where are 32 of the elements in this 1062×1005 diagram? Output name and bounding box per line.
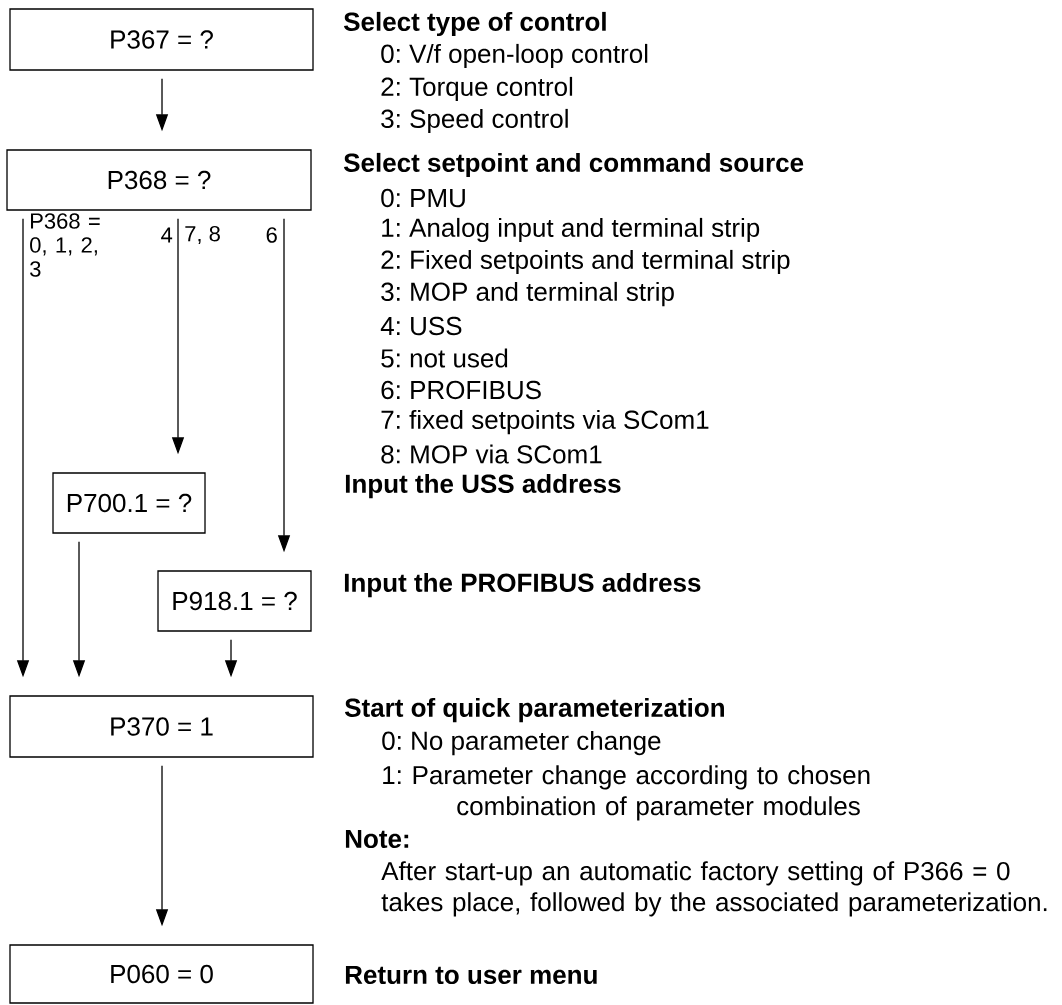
parameter-box: P060 = 0 [9, 944, 314, 1004]
heading: Start of quick parameterization [344, 697, 724, 723]
option-text: 2: Torque control [381, 76, 573, 102]
option-text: 4: USS [380, 316, 462, 336]
edge-label: P368 = 0, 1, 2, 3 [28, 212, 113, 278]
option-text: 7: fixed setpoints via SCom1 [381, 409, 709, 435]
edge-label: 6 [264, 226, 279, 244]
option-text: 1: Parameter change according to chosen combination of parameter modules [383, 765, 870, 821]
parameter-box: P918.1 = ? [157, 570, 312, 632]
note-text: After start-up an automatic factory setting of P366 = 0 takes place, followed by the associated parameterization. [381, 861, 1047, 917]
option-text: 8: MOP via SCom1 [381, 444, 602, 464]
heading: Note: [345, 829, 409, 849]
option-text: 5: not used [381, 348, 508, 368]
parameter-box: P700.1 = ? [52, 472, 206, 534]
edge-label: 4 [159, 226, 174, 244]
option-text: 1: Analog input and terminal strip [382, 217, 760, 243]
parameter-box: P368 = ? [6, 149, 312, 211]
parameter-box: P370 = 1 [9, 695, 314, 758]
heading: Select setpoint and command source [343, 152, 804, 178]
option-text: 2: Fixed setpoints and terminal strip [381, 249, 790, 275]
heading: Select type of control [343, 11, 606, 37]
parameter-box: P367 = ? [9, 8, 314, 71]
option-text: 3: MOP and terminal strip [381, 281, 674, 307]
option-text: 0: V/f open-loop control [381, 43, 648, 69]
option-text: 6: PROFIBUS [381, 380, 541, 400]
heading: Input the USS address [345, 473, 621, 499]
option-text: 3: Speed control [381, 108, 568, 134]
heading: Input the PROFIBUS address [344, 572, 701, 598]
value-label: 7, 8 [185, 225, 220, 245]
option-text: 0: PMU [381, 188, 465, 208]
heading: Return to user menu [345, 965, 597, 985]
option-text: 0: No parameter change [382, 730, 661, 756]
